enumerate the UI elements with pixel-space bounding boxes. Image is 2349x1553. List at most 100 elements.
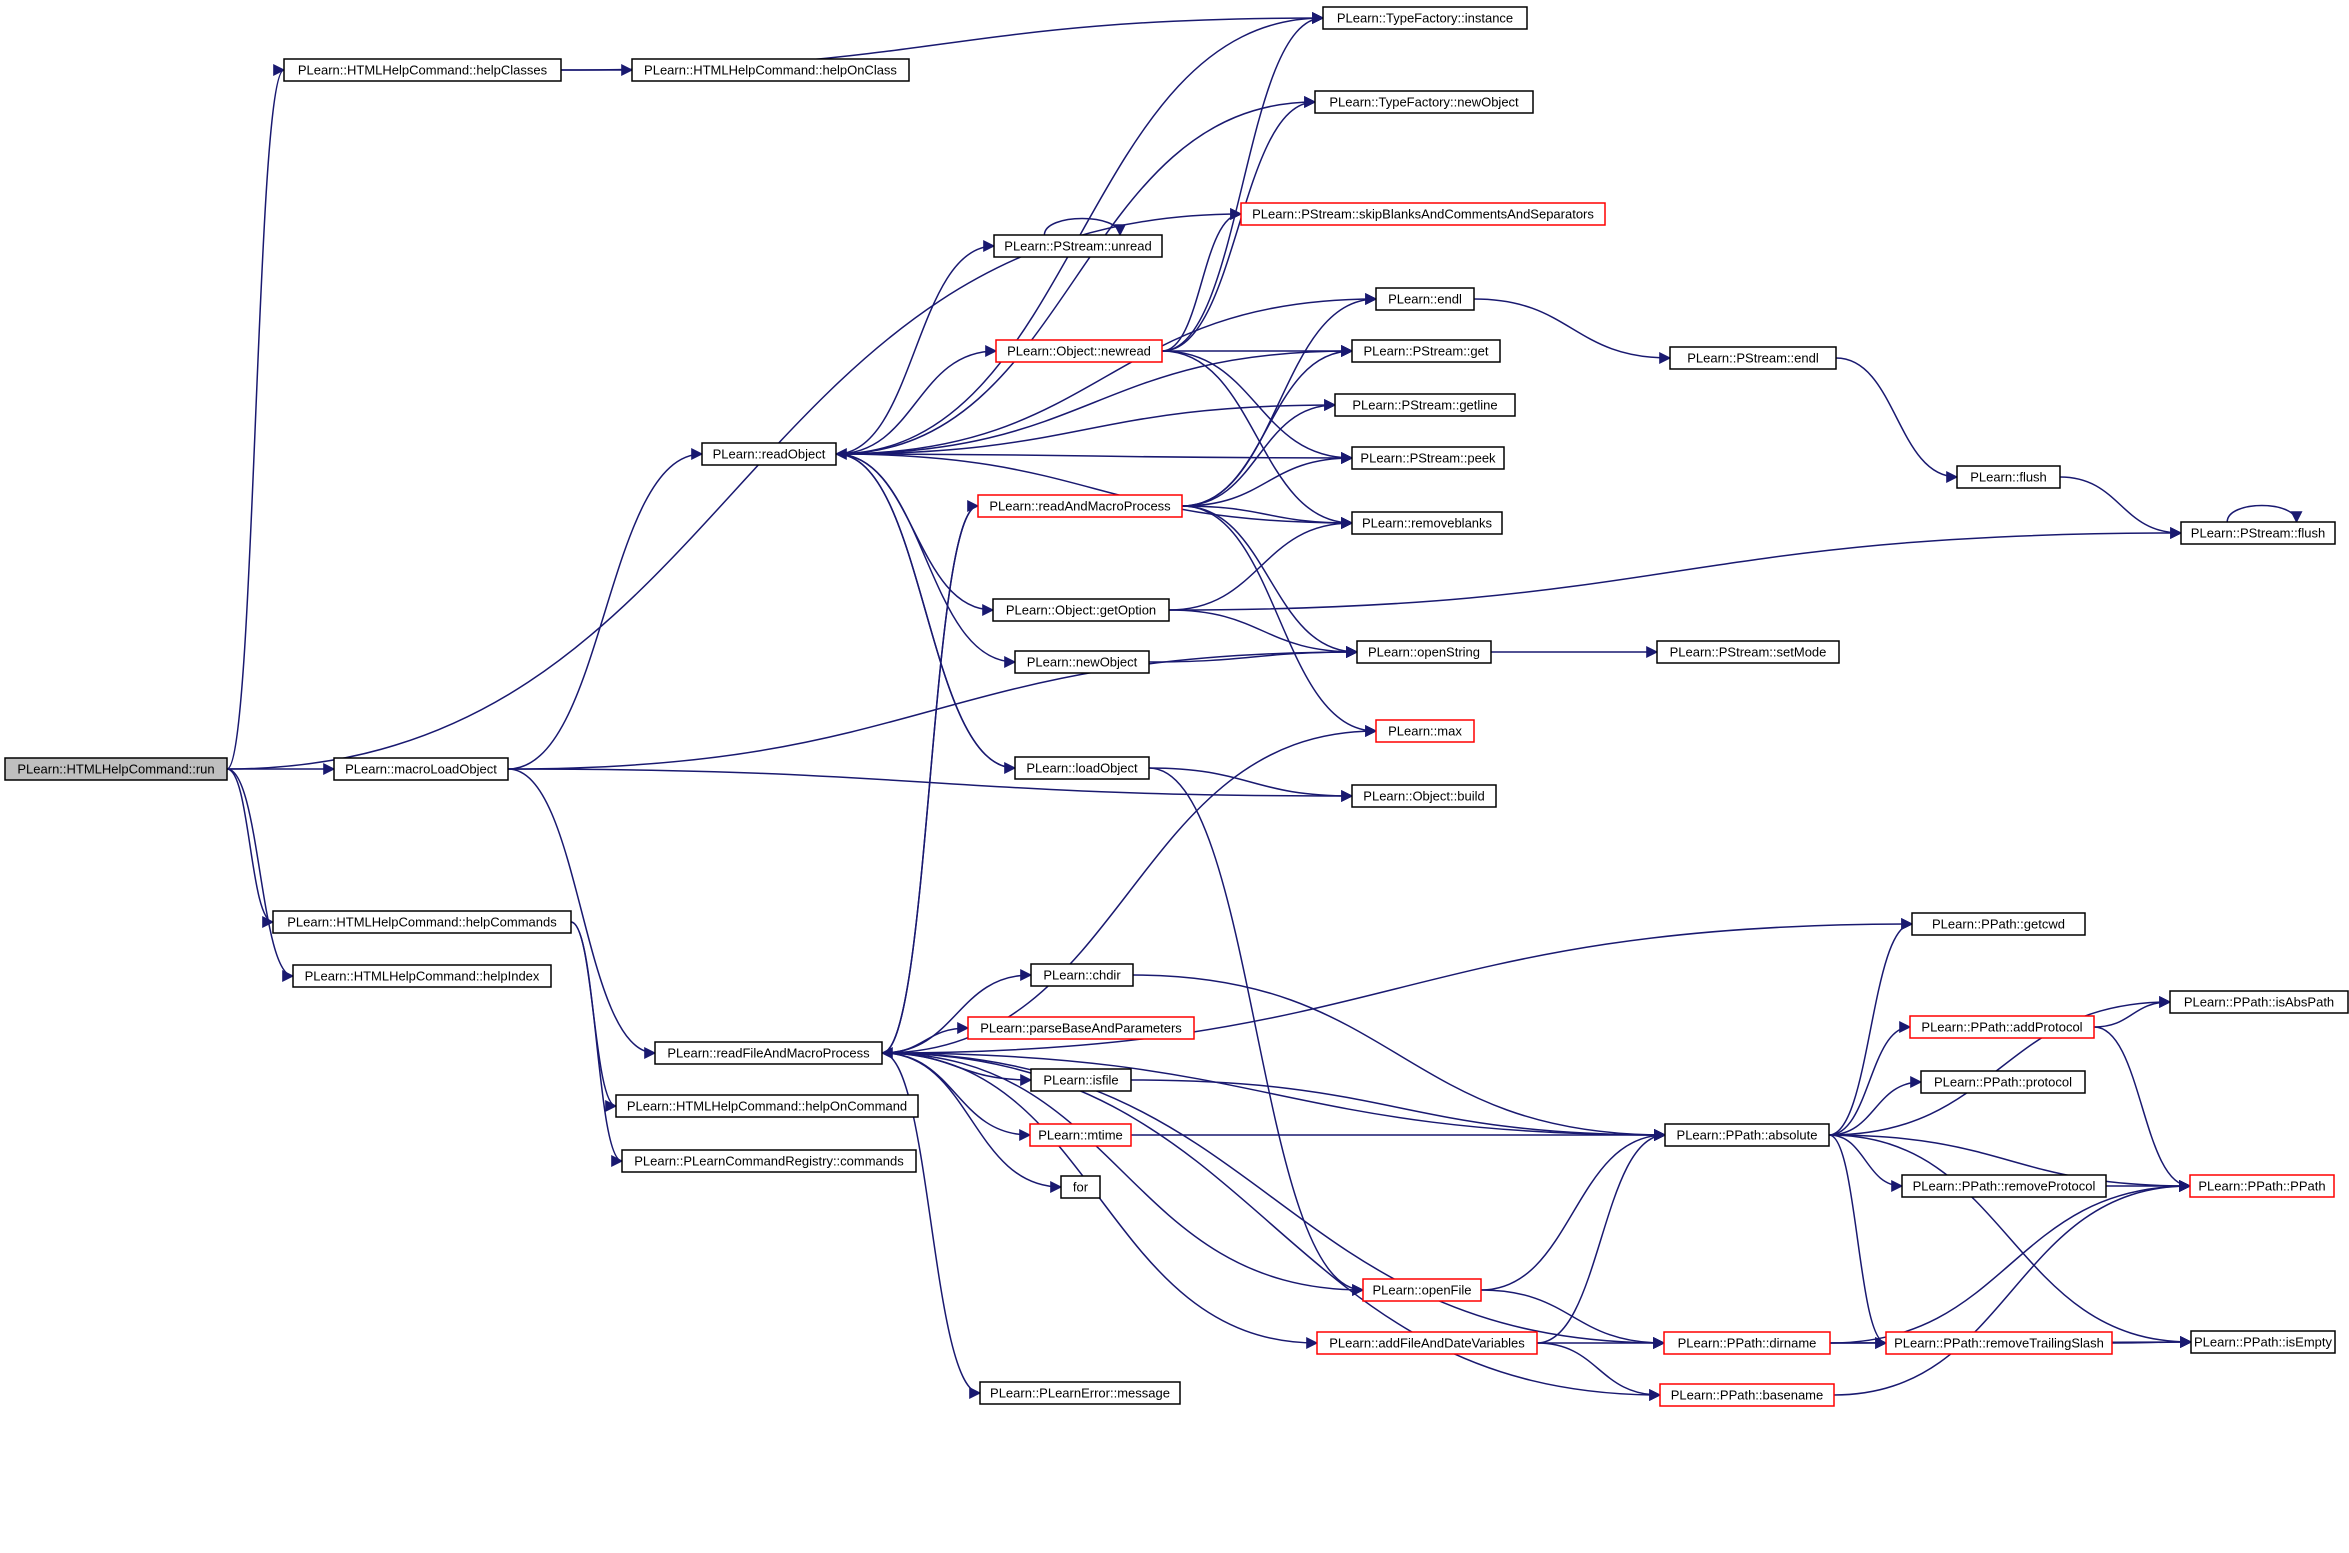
node-loadObject[interactable]: PLearn::loadObject bbox=[1014, 756, 1150, 780]
node-box bbox=[1351, 511, 1503, 535]
node-run[interactable]: PLearn::HTMLHelpCommand::run bbox=[4, 757, 228, 781]
node-box bbox=[1351, 446, 1505, 470]
node-psEndl[interactable]: PLearn::PStream::endl bbox=[1669, 346, 1837, 370]
node-mtime[interactable]: PLearn::mtime bbox=[1029, 1123, 1132, 1147]
node-removeProtocol[interactable]: PLearn::PPath::removeProtocol bbox=[1901, 1174, 2107, 1198]
node-helpIndex[interactable]: PLearn::HTMLHelpCommand::helpIndex bbox=[292, 964, 552, 988]
call-edge-run-to-helpIndex bbox=[226, 768, 295, 982]
call-edge-openFile-to-absolute bbox=[1480, 1129, 1667, 1291]
node-label: PLearn::max bbox=[1388, 724, 1462, 739]
node-label: PLearn::PLearnCommandRegistry::commands bbox=[634, 1154, 904, 1169]
call-edge-readAndMacroProcess-to-openString bbox=[1181, 505, 1359, 658]
node-box bbox=[654, 1041, 883, 1065]
node-label: PLearn::PLearnError::message bbox=[990, 1386, 1170, 1401]
node-psFlush[interactable]: PLearn::PStream::flush bbox=[2180, 521, 2336, 545]
node-label: PLearn::PPath::dirname bbox=[1678, 1336, 1817, 1351]
call-edge-readObject-to-psGet bbox=[835, 345, 1354, 455]
node-setMode[interactable]: PLearn::PStream::setMode bbox=[1656, 640, 1840, 664]
node-readFileAndMacroProcess[interactable]: PLearn::readFileAndMacroProcess bbox=[654, 1041, 883, 1065]
node-flush[interactable]: PLearn::flush bbox=[1956, 465, 2061, 489]
node-label: PLearn::PPath::getcwd bbox=[1932, 917, 2065, 932]
node-peek[interactable]: PLearn::PStream::peek bbox=[1351, 446, 1505, 470]
node-isfile[interactable]: PLearn::isfile bbox=[1030, 1068, 1132, 1092]
node-getOption[interactable]: PLearn::Object::getOption bbox=[992, 598, 1170, 622]
node-label: PLearn::PPath::absolute bbox=[1677, 1128, 1818, 1143]
node-box bbox=[272, 910, 572, 934]
node-label: PLearn::HTMLHelpCommand::run bbox=[17, 762, 214, 777]
call-edge-addProtocol-to-isAbsPath bbox=[2093, 996, 2172, 1028]
node-label: PLearn::mtime bbox=[1038, 1128, 1123, 1143]
call-edge-run-to-helpCommands bbox=[226, 768, 275, 928]
node-box bbox=[1656, 640, 1840, 664]
call-edge-run-to-skipBlanks bbox=[226, 208, 1243, 770]
node-box bbox=[992, 598, 1170, 622]
node-isEmpty[interactable]: PLearn::PPath::isEmpty bbox=[2190, 1330, 2336, 1354]
call-edge-macroLoadObject-to-openString bbox=[507, 646, 1359, 770]
call-edge-absolute-to-isAbsPath bbox=[1828, 996, 2172, 1136]
node-unread[interactable]: PLearn::PStream::unread bbox=[993, 234, 1163, 258]
call-edge-newread-to-peek bbox=[1161, 350, 1354, 464]
node-protocol[interactable]: PLearn::PPath::protocol bbox=[1920, 1070, 2086, 1094]
call-edge-getOption-to-openString bbox=[1168, 609, 1359, 658]
node-helpClasses[interactable]: PLearn::HTMLHelpCommand::helpClasses bbox=[283, 58, 562, 82]
node-isAbsPath[interactable]: PLearn::PPath::isAbsPath bbox=[2169, 990, 2349, 1014]
node-label: PLearn::readFileAndMacroProcess bbox=[667, 1046, 870, 1061]
node-endl[interactable]: PLearn::endl bbox=[1375, 287, 1475, 311]
node-newread[interactable]: PLearn::Object::newread bbox=[995, 339, 1163, 363]
node-psGet[interactable]: PLearn::PStream::get bbox=[1351, 339, 1501, 363]
node-macroLoadObject[interactable]: PLearn::macroLoadObject bbox=[333, 757, 509, 781]
node-ppath[interactable]: PLearn::PPath::PPath bbox=[2189, 1174, 2335, 1198]
node-helpCommands[interactable]: PLearn::HTMLHelpCommand::helpCommands bbox=[272, 910, 572, 934]
node-absolute[interactable]: PLearn::PPath::absolute bbox=[1664, 1123, 1830, 1147]
node-tfInstance[interactable]: PLearn::TypeFactory::instance bbox=[1322, 6, 1528, 30]
node-newObject[interactable]: PLearn::newObject bbox=[1014, 650, 1150, 674]
node-getcwd[interactable]: PLearn::PPath::getcwd bbox=[1911, 912, 2086, 936]
node-addProtocol[interactable]: PLearn::PPath::addProtocol bbox=[1909, 1015, 2095, 1039]
node-label: PLearn::PPath::basename bbox=[1671, 1388, 1824, 1403]
node-label: PLearn::PPath::protocol bbox=[1934, 1075, 2072, 1090]
call-edge-readFileAndMacroProcess-to-openFile bbox=[881, 1052, 1365, 1296]
node-openFile[interactable]: PLearn::openFile bbox=[1362, 1278, 1482, 1302]
node-forNode[interactable]: for bbox=[1060, 1175, 1101, 1199]
node-commands[interactable]: PLearn::PLearnCommandRegistry::commands bbox=[621, 1149, 917, 1173]
node-max[interactable]: PLearn::max bbox=[1375, 719, 1475, 743]
node-removeTrailingSlash[interactable]: PLearn::PPath::removeTrailingSlash bbox=[1885, 1331, 2113, 1355]
call-edge-isfile-to-absolute bbox=[1130, 1079, 1667, 1141]
call-edge-addProtocol-to-ppath bbox=[2093, 1026, 2192, 1192]
node-addFileAndDate[interactable]: PLearn::addFileAndDateVariables bbox=[1316, 1331, 1538, 1355]
node-readObject[interactable]: PLearn::readObject bbox=[701, 442, 837, 466]
node-openString[interactable]: PLearn::openString bbox=[1356, 640, 1492, 664]
node-helpOnCommand[interactable]: PLearn::HTMLHelpCommand::helpOnCommand bbox=[615, 1094, 919, 1118]
node-build[interactable]: PLearn::Object::build bbox=[1351, 784, 1497, 808]
node-getline[interactable]: PLearn::PStream::getline bbox=[1334, 393, 1516, 417]
node-box bbox=[2169, 990, 2349, 1014]
node-helpOnClass[interactable]: PLearn::HTMLHelpCommand::helpOnClass bbox=[631, 58, 910, 82]
node-label: PLearn::PStream::endl bbox=[1687, 351, 1819, 366]
node-box bbox=[1014, 650, 1150, 674]
node-box bbox=[1316, 1331, 1538, 1355]
call-edge-unread-to-unread bbox=[1043, 217, 1126, 237]
node-skipBlanks[interactable]: PLearn::PStream::skipBlanksAndCommentsAn… bbox=[1240, 202, 1606, 226]
node-tfNewObject[interactable]: PLearn::TypeFactory::newObject bbox=[1314, 90, 1534, 114]
call-edge-newObject-to-openString bbox=[1148, 646, 1359, 663]
call-edge-run-to-helpClasses bbox=[226, 64, 286, 770]
node-label: PLearn::TypeFactory::newObject bbox=[1329, 95, 1519, 110]
node-readAndMacroProcess[interactable]: PLearn::readAndMacroProcess bbox=[977, 494, 1183, 518]
node-box bbox=[1322, 6, 1528, 30]
node-parseBase[interactable]: PLearn::parseBaseAndParameters bbox=[967, 1016, 1195, 1040]
node-label: PLearn::PStream::peek bbox=[1360, 451, 1496, 466]
node-box bbox=[1351, 784, 1497, 808]
node-removeblanks[interactable]: PLearn::removeblanks bbox=[1351, 511, 1503, 535]
node-dirname[interactable]: PLearn::PPath::dirname bbox=[1663, 1331, 1831, 1355]
node-label: PLearn::PStream::getline bbox=[1352, 398, 1497, 413]
node-chdir[interactable]: PLearn::chdir bbox=[1030, 963, 1134, 987]
call-edge-dirname-to-ppath bbox=[1829, 1180, 2192, 1344]
node-message[interactable]: PLearn::PLearnError::message bbox=[979, 1381, 1181, 1405]
node-basename[interactable]: PLearn::PPath::basename bbox=[1659, 1383, 1835, 1407]
node-box bbox=[1014, 756, 1150, 780]
node-label: PLearn::readObject bbox=[713, 447, 826, 462]
node-box bbox=[4, 757, 228, 781]
node-label: PLearn::endl bbox=[1388, 292, 1462, 307]
node-label: PLearn::parseBaseAndParameters bbox=[980, 1021, 1182, 1036]
call-edge-absolute-to-removeProtocol bbox=[1828, 1134, 1904, 1192]
